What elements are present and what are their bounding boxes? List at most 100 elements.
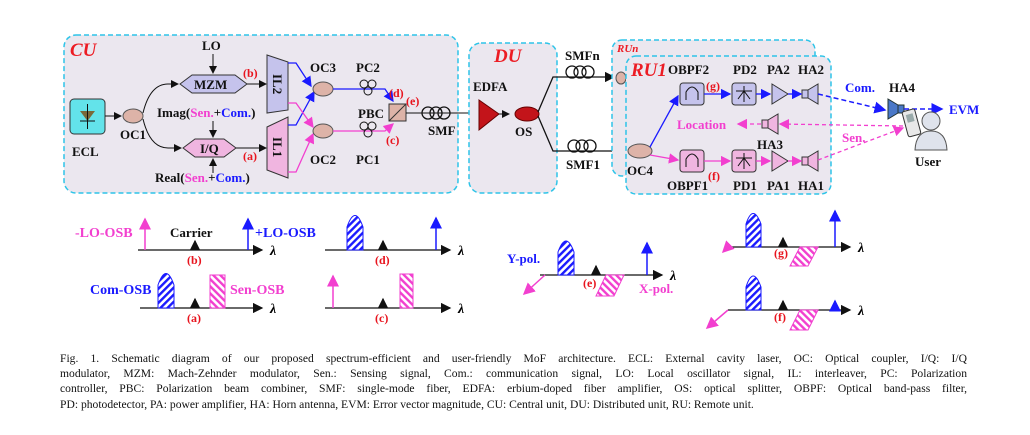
- pc2-controller-icon: [359, 79, 377, 96]
- spectrum-a-label: (a): [187, 311, 201, 325]
- user-label: User: [915, 154, 941, 169]
- point-f-label: (f): [708, 169, 720, 183]
- spectrum-b: λ -LO-OSB Carrier +LO-OSB (b): [75, 217, 316, 267]
- mzm-label: MZM: [194, 77, 227, 92]
- spectrum-c-label: (c): [375, 311, 388, 325]
- figure-caption: Fig. 1. Schematic diagram of our propose…: [60, 351, 967, 412]
- point-b-label: (b): [243, 66, 258, 80]
- point-c-label: (c): [386, 133, 399, 147]
- user-side: Com. HA4 EVM User Sen.: [778, 80, 979, 169]
- il2-interleaver-icon: [266, 54, 289, 114]
- lambda-label: λ: [457, 244, 464, 259]
- smfn-label: SMFn: [565, 48, 600, 63]
- smf1-label: SMF1: [566, 157, 600, 172]
- pd2-label: PD2: [733, 62, 757, 77]
- location-label: Location: [677, 117, 727, 132]
- pc1-controller-icon: [359, 121, 377, 138]
- oc4-coupler-icon: [627, 143, 653, 159]
- oc2-coupler-icon: [312, 123, 334, 139]
- os-label: OS: [515, 124, 532, 139]
- pc1-label: PC1: [356, 152, 380, 167]
- spectrum-a: λ Com-OSB Sen-OSB (a): [90, 273, 284, 325]
- carrier-label: Carrier: [170, 225, 213, 240]
- com-link-label: Com.: [845, 80, 875, 95]
- oc1-label: OC1: [120, 127, 146, 142]
- smf-fiber-coil-icon: [421, 106, 451, 120]
- spectrum-e-label: (e): [583, 276, 596, 290]
- evm-label: EVM: [949, 102, 979, 117]
- il1-interleaver-icon: [266, 116, 289, 179]
- sen-link-label: Sen.: [842, 130, 865, 145]
- spectrum-f-label: (f): [774, 310, 786, 324]
- smf1-fiber-coil-icon: [567, 139, 597, 153]
- caption-line: modulator, MZM: Mach-Zehnder modulator, …: [60, 367, 967, 381]
- run-title: RUn: [616, 43, 638, 55]
- pa2-amplifier-icon: [771, 83, 789, 105]
- oc2-label: OC2: [310, 152, 336, 167]
- ha2-horn-antenna-icon: [801, 83, 819, 105]
- sen-osb-block: [209, 274, 226, 309]
- lambda-label: λ: [457, 302, 464, 317]
- pa2-label: PA2: [767, 62, 790, 77]
- oc3-coupler-icon: [312, 81, 334, 97]
- caption-line: PD: photodetector, PA: power amplifier, …: [60, 397, 754, 411]
- obpf2-label: OBPF2: [668, 62, 709, 77]
- caption-line: controller, PBC: Polarization beam combi…: [60, 382, 967, 396]
- lambda-label: λ: [857, 304, 864, 319]
- com-osb-lobe: [157, 273, 175, 309]
- real-input-label: Real(Sen.+Com.): [155, 170, 250, 185]
- ha4-horn-antenna-icon: [887, 98, 905, 120]
- pd1-photodetector-icon: [731, 149, 757, 173]
- spectrum-d: λ (d): [325, 215, 464, 267]
- pa1-label: PA1: [767, 178, 790, 193]
- pbc-combiner-icon: [388, 103, 407, 122]
- lambda-label: λ: [269, 302, 276, 317]
- ru1-title: RU1: [630, 60, 667, 81]
- ecl-label: ECL: [72, 144, 99, 159]
- smfn-fiber-coil-icon: [565, 65, 595, 79]
- spectrum-b-label: (b): [187, 253, 202, 267]
- caption-line: Fig. 1. Schematic diagram of our propose…: [60, 352, 967, 365]
- spectrum-d-label: (d): [375, 253, 390, 267]
- spectrum-g-label: (g): [774, 246, 788, 260]
- distributed-unit: DU EDFA OS: [468, 42, 558, 194]
- lambda-label: λ: [669, 269, 676, 284]
- com-osb-label: Com-OSB: [90, 283, 151, 298]
- imag-input-label: Imag(Sen.+Com.): [157, 105, 255, 120]
- lo-label: LO: [202, 38, 221, 53]
- obpf1-label: OBPF1: [667, 178, 708, 193]
- smf-label: SMF: [428, 123, 456, 138]
- il2-label: IL2: [270, 74, 285, 94]
- point-g-label: (g): [706, 79, 720, 93]
- neg-lo-osb-label: -LO-OSB: [75, 226, 133, 241]
- x-pol-label: X-pol.: [639, 281, 673, 296]
- remote-unit-1: RU1 OC4 OBPF2 PD2 PA2 HA2 OBPF1 PD1 PA1 …: [625, 55, 832, 195]
- ha3-label: HA3: [757, 137, 784, 152]
- spectrum-e: λ Y-pol. X-pol. (e): [507, 240, 676, 297]
- oc3-label: OC3: [310, 60, 337, 75]
- spectrum-f: λ (f): [705, 275, 864, 331]
- obpf2-filter-icon: [679, 82, 705, 106]
- ha2-label: HA2: [798, 62, 824, 77]
- oc4-label: OC4: [627, 163, 654, 178]
- iq-label: I/Q: [200, 141, 219, 156]
- spectrum-c: λ (c): [325, 273, 464, 325]
- ha3-horn-antenna-icon: [761, 113, 779, 135]
- ha4-label: HA4: [889, 80, 916, 95]
- point-e-label: (e): [406, 94, 419, 108]
- point-d-label: (d): [389, 86, 404, 100]
- lambda-label: λ: [269, 244, 276, 259]
- pd1-label: PD1: [733, 178, 757, 193]
- pd2-photodetector-icon: [731, 82, 757, 106]
- pc2-label: PC2: [356, 60, 380, 75]
- ha1-label: HA1: [798, 178, 824, 193]
- point-a-label: (a): [243, 149, 257, 163]
- il1-label: IL1: [270, 137, 285, 157]
- oc1-coupler-icon: [122, 108, 144, 124]
- pbc-label: PBC: [358, 106, 384, 121]
- spectrum-g: λ (g): [721, 209, 864, 267]
- y-pol-label: Y-pol.: [507, 251, 540, 266]
- central-unit: CU ECL OC1 LO MZM Imag(Sen.+Com.) I/Q Re…: [63, 34, 459, 194]
- os-splitter-icon: [514, 106, 540, 122]
- edfa-amplifier-icon: [478, 99, 500, 132]
